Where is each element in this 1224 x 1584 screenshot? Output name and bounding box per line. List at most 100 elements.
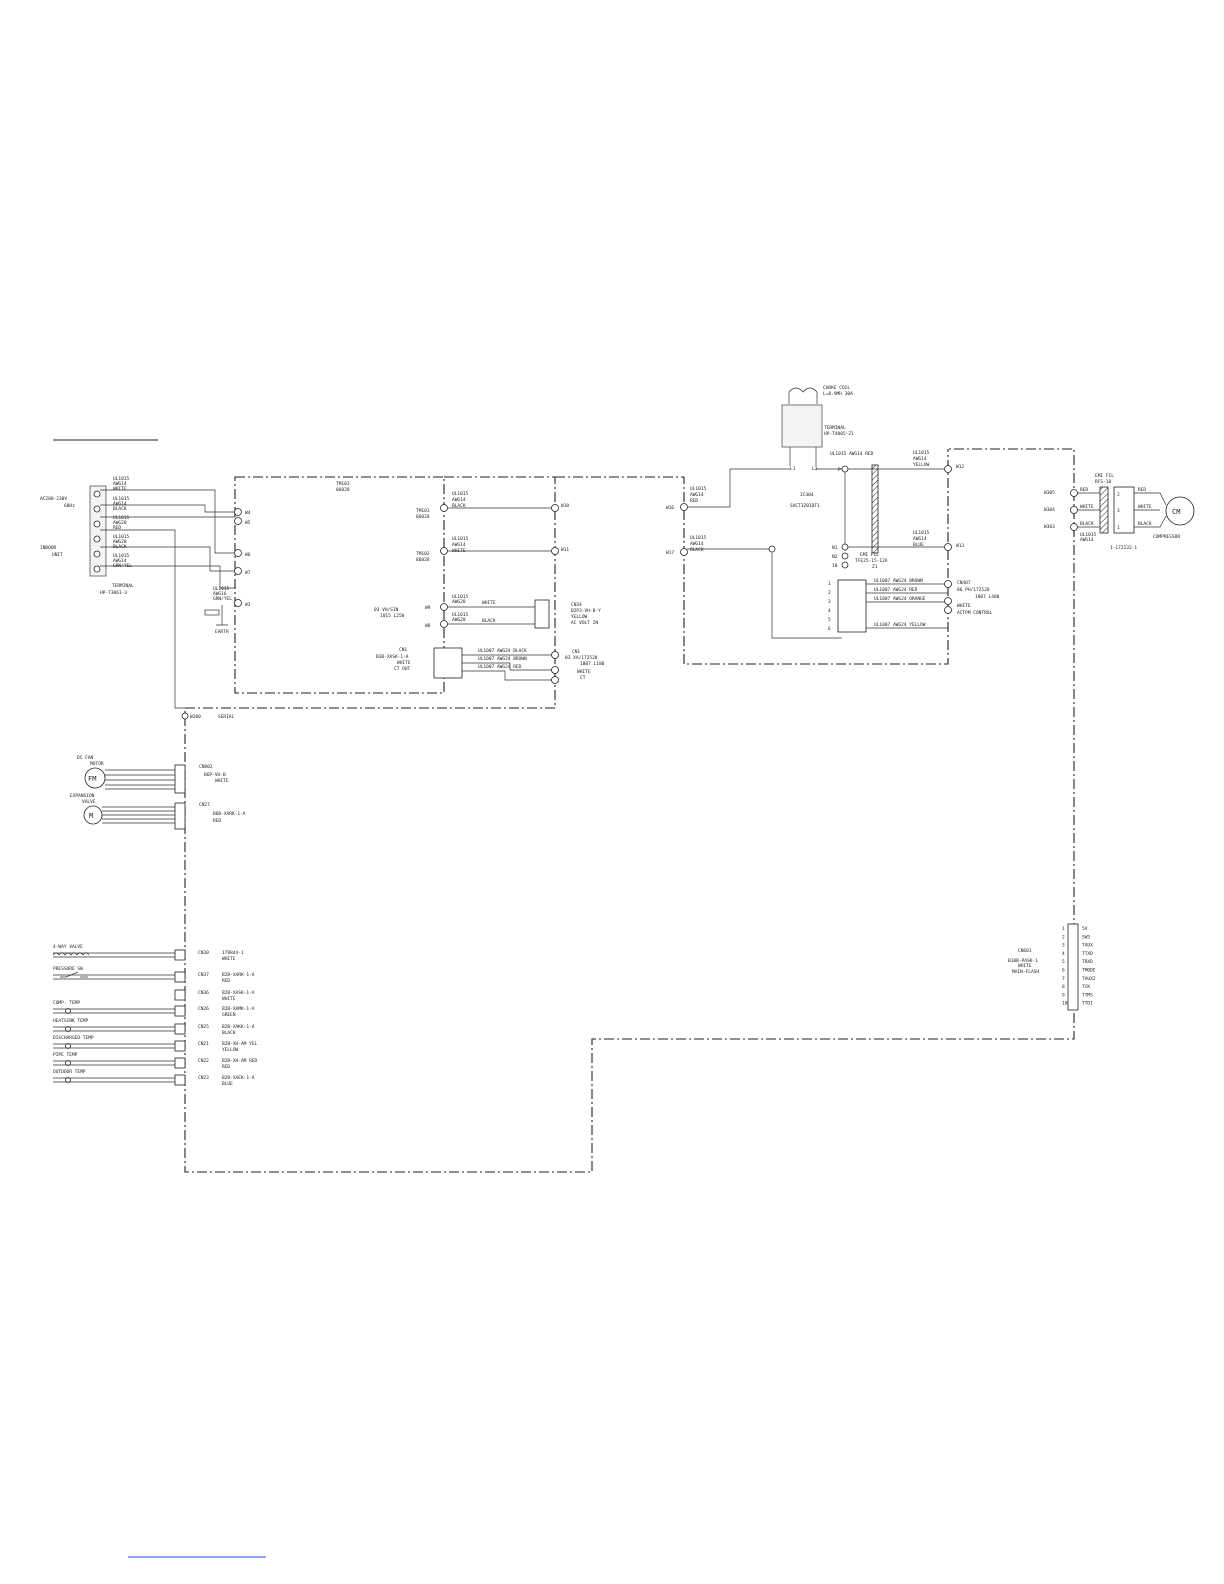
sensor-connector — [174, 1074, 186, 1086]
svg-text:CN34: CN34 — [571, 602, 582, 608]
svg-text:BLACK: BLACK — [482, 618, 496, 624]
expansion-valve-section: EXPANSION VALVE M CN27 B6B-XARK-1-A RED — [70, 793, 246, 830]
sensor-connector — [174, 1040, 186, 1052]
sensor-name: COMP. TEMP — [53, 1000, 80, 1006]
svg-text:UL1007 AWG24 RED: UL1007 AWG24 RED — [478, 664, 522, 670]
svg-text:3: 3 — [828, 599, 831, 605]
svg-text:W3: W3 — [245, 602, 251, 608]
compressor-label: COMPRESSOR — [1153, 534, 1180, 540]
svg-text:3: 3 — [1117, 508, 1120, 514]
compressor-motor-symbol — [1165, 496, 1195, 526]
sensor-cn-label: CN22 — [198, 1058, 209, 1064]
svg-text:P: P — [838, 467, 841, 473]
sensor-wire — [53, 974, 175, 980]
tm103-label: TM103 — [336, 481, 350, 487]
svg-text:B3B-XASK-1-A: B3B-XASK-1-A — [376, 654, 409, 660]
svg-text:1-172132-1: 1-172132-1 — [1110, 545, 1137, 551]
cn601-signal-label: TTXD — [1082, 951, 1093, 957]
sensor-color-label: BLUE — [222, 1081, 233, 1087]
sensor-cn-label: CN21 — [198, 1041, 209, 1047]
cn802-connector — [174, 764, 186, 794]
svg-text:YELLOW: YELLOW — [571, 614, 588, 620]
sensor-part-label: B2B-XH-AM YEL — [222, 1041, 258, 1047]
cn601-pin-number: 2 — [1062, 934, 1065, 940]
sensor-wire — [53, 952, 175, 958]
svg-text:EMI FIL: EMI FIL — [1095, 473, 1114, 479]
svg-text:EXPANSION: EXPANSION — [70, 793, 95, 799]
svg-text:UL1015: UL1015 — [690, 535, 707, 541]
svg-text:L=0.9MH 30A: L=0.9MH 30A — [823, 391, 853, 397]
sensor-name: OUTDOOR TEMP — [53, 1069, 86, 1075]
svg-text:CHOKE COIL: CHOKE COIL — [823, 385, 850, 391]
svg-text:AWG20: AWG20 — [452, 599, 466, 605]
svg-text:UL1015: UL1015 — [690, 486, 707, 492]
svg-text:AWG14: AWG14 — [113, 481, 127, 487]
svg-text:AWG20: AWG20 — [452, 617, 466, 623]
svg-text:W7: W7 — [245, 570, 251, 576]
sensor-part-label: B2B-XAEK-1-A — [222, 1075, 255, 1081]
choke-coil: CHOKE COIL L=0.9MH 30A TERMINAL HP-T4005… — [781, 385, 874, 472]
svg-text:86028: 86028 — [416, 514, 430, 520]
svg-text:YELLOW: YELLOW — [913, 462, 930, 468]
svg-text:UL1015: UL1015 — [913, 450, 930, 456]
cn601-pin-number: 10 — [1062, 1001, 1068, 1007]
svg-text:1: 1 — [1117, 525, 1120, 531]
svg-text:03 VH/SIN: 03 VH/SIN — [374, 607, 399, 613]
svg-text:UL1015: UL1015 — [113, 496, 130, 502]
svg-text:UL1015: UL1015 — [452, 594, 469, 600]
main-board-outline — [234, 476, 445, 694]
svg-text:ACTPM CONTROL: ACTPM CONTROL — [957, 610, 993, 616]
svg-text:TFE25-15-12A: TFE25-15-12A — [855, 558, 888, 564]
svg-text:WHITE: WHITE — [397, 660, 411, 666]
svg-text:RFS-10: RFS-10 — [1095, 479, 1112, 485]
svg-text:WHITE: WHITE — [577, 669, 591, 675]
svg-text:2: 2 — [1117, 492, 1120, 498]
sensor-cn-label: CN23 — [198, 1075, 209, 1081]
svg-text:CM: CM — [1172, 508, 1180, 516]
svg-text:AWG20: AWG20 — [113, 520, 127, 526]
cn601-signal-label: TMODE — [1082, 968, 1096, 974]
svg-text:AWG14: AWG14 — [452, 497, 466, 503]
svg-text:RED: RED — [690, 498, 698, 504]
svg-text:06 PH/172520: 06 PH/172520 — [957, 587, 990, 593]
svg-text:UL1007 AWG24 BROWN: UL1007 AWG24 BROWN — [478, 656, 527, 662]
svg-text:WHITE: WHITE — [215, 778, 229, 784]
cn27-connector — [174, 802, 186, 830]
svg-text:WHITE: WHITE — [113, 486, 127, 492]
w304-label: W304 — [1044, 507, 1055, 513]
svg-text:AWG14: AWG14 — [913, 456, 927, 462]
svg-text:BLACK: BLACK — [1080, 521, 1094, 527]
sensor-connector — [174, 949, 186, 961]
sensor-part-label: 179844-1 — [222, 950, 244, 956]
thermistor-icon — [65, 1026, 71, 1032]
svg-text:L1: L1 — [790, 466, 796, 472]
svg-text:DC FAN: DC FAN — [77, 755, 94, 761]
svg-text:B6P-VH-B: B6P-VH-B — [204, 772, 226, 778]
w10-label: W10 — [561, 503, 569, 509]
indoor-label: INDOOR — [40, 545, 57, 551]
svg-text:CT: CT — [580, 675, 586, 681]
svg-text:AWG14: AWG14 — [690, 492, 704, 498]
w13-label: W13 — [956, 543, 964, 549]
w305-label: W305 — [1044, 490, 1055, 496]
sensor-connector — [174, 1023, 186, 1035]
power-board: W16 W17 UL1015 AWG14 RED UL1015 AWG14 BL… — [666, 450, 1000, 639]
sensor-wire — [53, 1008, 175, 1014]
svg-text:UL1015: UL1015 — [213, 586, 230, 592]
cn601-pin-number: 5 — [1062, 959, 1065, 965]
cn601-pin-number: 8 — [1062, 984, 1065, 990]
main-board: W4 W5 W6 W7 W3 TM103 86028 TM101 86028 T… — [181, 448, 1075, 1173]
svg-text:BLACK: BLACK — [113, 544, 127, 550]
terminal-wire-labels: UL1015 AWG14 WHITE UL1015 AWG14 BLACK UL… — [113, 476, 132, 569]
sensor-cn-label: CN37 — [198, 972, 209, 978]
main-board-link — [184, 448, 1075, 1173]
svg-text:UL1007 AWG24 BLACK: UL1007 AWG24 BLACK — [478, 648, 527, 654]
cn601-signal-label: SW3 — [1082, 934, 1090, 940]
sensor-part-label: B2B-XAKK-1-A — [222, 1024, 255, 1030]
earth-current-tag — [204, 609, 220, 616]
svg-text:AWG14: AWG14 — [913, 536, 927, 542]
